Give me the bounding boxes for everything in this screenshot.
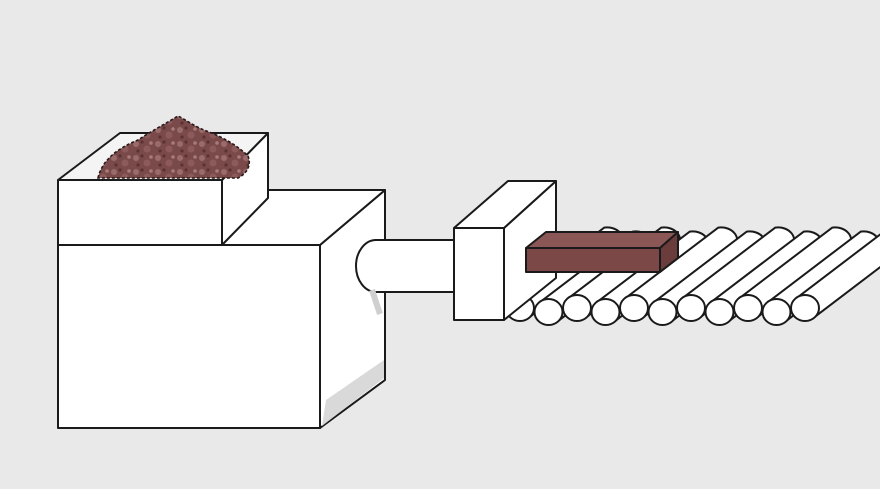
conveyor-roller-end — [704, 298, 735, 326]
conveyor-roller-end — [590, 298, 621, 326]
conveyor-roller — [676, 226, 796, 322]
brick-front-face — [525, 247, 661, 273]
hopper-front-face — [57, 179, 223, 246]
die-top-face — [453, 180, 557, 229]
conveyor-roller-end — [619, 294, 649, 322]
conveyor-roller-end — [647, 298, 678, 326]
conveyor-roller-end — [676, 294, 706, 322]
conveyor-roller-end — [761, 298, 792, 326]
extruder-front-face — [57, 244, 321, 429]
conveyor-roller-end — [733, 294, 763, 322]
conveyor-roller-end — [562, 294, 592, 322]
conveyor-roller — [733, 226, 853, 322]
conveyor-roller-end — [790, 294, 820, 322]
extruder-shadow — [322, 360, 384, 426]
brick-side-face — [659, 231, 679, 273]
brick-top-face — [525, 231, 679, 249]
conveyor-roller — [790, 233, 880, 322]
extrusion-barrel-icon — [355, 239, 461, 315]
extruded-brick-icon — [525, 231, 679, 273]
die-front-face — [453, 227, 505, 321]
conveyor-roller-end — [533, 298, 564, 326]
clay-pile-icon — [97, 115, 251, 179]
